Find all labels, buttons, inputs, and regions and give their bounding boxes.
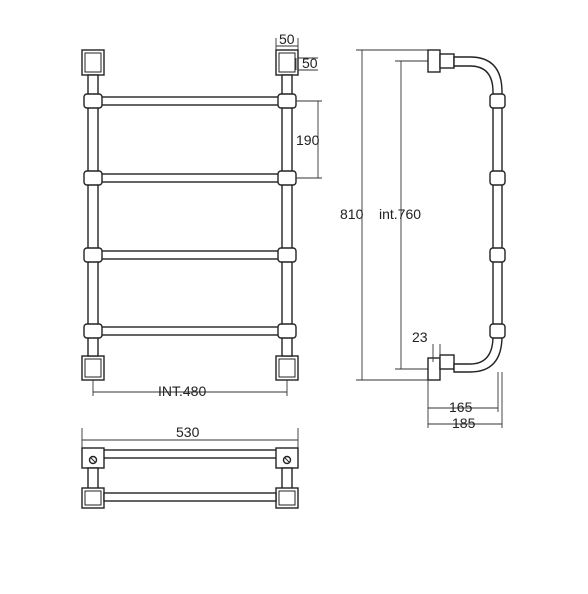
dim-overall-width [81,428,299,448]
dim-pipe-offset [432,344,441,362]
bottom-right-bracket [275,355,299,381]
left-collars [83,93,103,339]
side-top-mount [427,49,455,73]
dim-depth [427,372,503,428]
label-bracket-width: 50 [279,31,295,47]
side-collars [489,93,506,339]
left-post [87,74,99,357]
rail-4 [97,326,283,336]
label-bracket-offset: 50 [302,55,318,71]
dim-rail-spacing [296,100,322,179]
label-overall-width: 530 [176,424,200,440]
rail-3 [97,250,283,260]
rail-2 [97,173,283,183]
rail-1 [97,96,283,106]
top-view: 530 [81,424,299,509]
top-view-front-rail [103,492,277,502]
top-left-bracket [81,49,105,76]
dim-bracket-width [275,38,299,50]
label-interaxis-width: INT.480 [158,383,206,399]
top-view-back-bar [83,449,297,459]
front-view: 50 50 190 INT.480 [81,31,322,399]
label-overall-height: 810 [340,206,364,222]
side-bottom-mount [427,354,455,381]
right-post [281,74,293,357]
top-view-left-bracket [81,447,105,509]
side-bent-tube [453,56,503,373]
dim-overall-height [356,49,430,381]
label-rail-spacing: 190 [296,132,320,148]
dim-interaxis-width [92,380,288,396]
top-view-right-bracket [275,447,299,509]
top-right-bracket [275,49,299,76]
side-view: 810 int.760 [340,49,506,431]
label-interaxis-height: int.760 [379,206,421,222]
dim-interaxis-height [395,60,432,370]
label-depth-outer: 185 [452,415,476,431]
right-collars [277,93,297,339]
label-depth-inner: 165 [449,399,473,415]
dim-bracket-offset [295,57,318,71]
bottom-left-bracket [81,355,105,381]
label-pipe-offset: 23 [412,329,428,345]
